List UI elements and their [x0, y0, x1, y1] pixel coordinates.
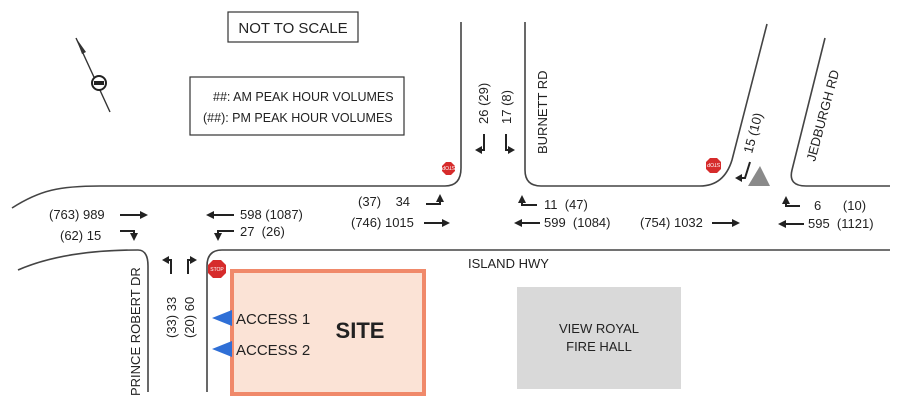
volume-pr-eb-right: (62) 15: [60, 228, 101, 243]
stop-sign-icon: STOP: [441, 162, 455, 175]
svg-text:STOP: STOP: [706, 161, 720, 167]
stop-sign-icon: STOP: [706, 158, 721, 173]
road-label-jedburgh-rd: JEDBURGH RD: [803, 68, 842, 163]
arrow-through-west-icon: [778, 220, 804, 228]
volume-jr-wb-thru: 595 (1121): [808, 216, 874, 231]
legend-pm: (##): PM PEAK HOUR VOLUMES: [203, 111, 393, 125]
volume-br-sb-left: 17 (8): [499, 90, 514, 124]
arrow-left-turn-icon: [162, 256, 172, 274]
volume-pr-wb-left: 27 (26): [240, 224, 285, 239]
volume-br-eb-thru: (746) 1015: [351, 215, 414, 230]
title-box: [227, 11, 359, 43]
arrow-right-turn-icon: [187, 256, 197, 274]
volume-br-wb-thru: 599 (1084): [544, 215, 611, 230]
road-edges: [11, 22, 890, 392]
volume-jr-sb: 15 (10): [740, 111, 765, 155]
arrow-through-east-icon: [712, 219, 740, 227]
road-label-burnett-rd: BURNETT RD: [535, 70, 550, 154]
fire-hall-line2: FIRE HALL: [566, 339, 632, 354]
volume-pr-wb-thru: 598 (1087): [240, 207, 303, 222]
access-2-label: ACCESS 2: [236, 342, 310, 359]
road-label-island-hwy: ISLAND HWY: [468, 256, 549, 271]
volume-br-wb-right: 11 (47): [544, 197, 588, 212]
arrow-through-east-icon: [424, 219, 450, 227]
access-1-label: ACCESS 1: [236, 311, 310, 328]
legend-box: [189, 76, 405, 136]
fire-hall-line1: VIEW ROYAL: [559, 321, 639, 336]
arrow-left-turn-icon: [505, 134, 515, 154]
legend-am: ##: AM PEAK HOUR VOLUMES: [213, 90, 394, 104]
north-arrow-icon: [75, 37, 111, 113]
access-marker-icon: [212, 341, 232, 357]
volume-br-eb-left: (37) 34: [358, 194, 410, 209]
arrow-left-turn-icon: [426, 194, 444, 205]
fire-hall-building: [517, 287, 681, 389]
title-text: NOT TO SCALE: [238, 20, 347, 37]
arrow-right-turn-icon: [120, 230, 138, 241]
stop-sign-icon: STOP: [208, 260, 226, 278]
road-label-prince-robert-dr: PRINCE ROBERT DR: [128, 267, 143, 396]
access-marker-icon: [212, 310, 232, 326]
arrow-right-turn-icon: [518, 195, 537, 206]
volume-pr-nb-right: (20) 60: [182, 297, 197, 338]
volume-br-sb-right: 26 (29): [476, 83, 491, 124]
site-label: SITE: [336, 318, 385, 343]
volume-jr-wb-right: 6 (10): [814, 198, 866, 213]
arrow-right-turn-icon: [475, 134, 485, 154]
arrow-through-west-icon: [514, 219, 540, 227]
arrow-right-turn-icon: [782, 196, 800, 207]
channel-island: [748, 166, 770, 186]
volume-pr-eb-thru: (763) 989: [49, 207, 105, 222]
svg-text:STOP: STOP: [210, 267, 224, 273]
arrow-right-turn-icon: [735, 161, 751, 182]
arrow-through-west-icon: [206, 211, 234, 219]
arrow-left-turn-icon: [214, 230, 234, 241]
volume-jr-eb-thru: (754) 1032: [640, 215, 703, 230]
arrow-through-east-icon: [120, 211, 148, 219]
site-area: [230, 269, 426, 396]
svg-text:STOP: STOP: [441, 164, 455, 170]
volume-pr-nb-left: (33) 33: [164, 297, 179, 338]
